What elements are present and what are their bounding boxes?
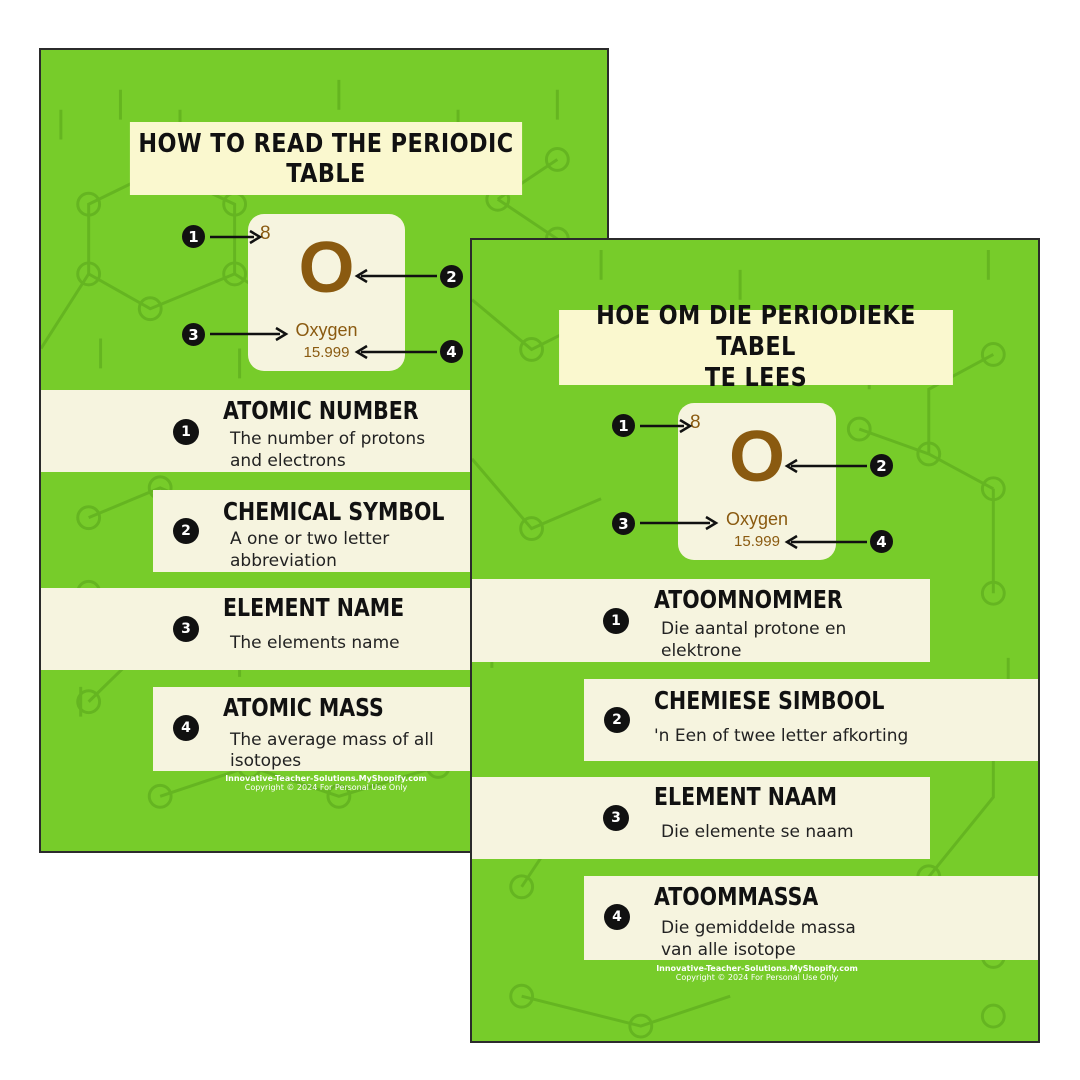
item-description-line2: isotopes — [230, 751, 302, 771]
callout-badge-3: 3 — [609, 509, 638, 538]
item-description-line2: abbreviation — [230, 551, 337, 571]
element-card: 8 O Oxygen 15.999 — [678, 403, 836, 560]
item-description-line1: Die aantal protone en — [661, 619, 847, 639]
element-mass: 15.999 — [303, 344, 350, 361]
element-mass: 15.999 — [734, 533, 780, 550]
footer: Innovative-Teacher-Solutions.MyShopify.c… — [41, 774, 607, 792]
item-number-badge: 3 — [603, 805, 629, 831]
item-description-line1: The elements name — [230, 633, 400, 653]
footer-website: Innovative-Teacher-Solutions.MyShopify.c… — [656, 964, 858, 973]
poster-title-line1: Hoe om die periodieke tabel — [596, 301, 916, 362]
item-heading: Element Naam — [654, 782, 838, 811]
item-description-line1: A one or two letter — [230, 529, 390, 549]
poster-title: Hoe om die periodieke tabel te lees — [559, 301, 953, 393]
item-number-badge: 2 — [173, 518, 199, 544]
footer: Innovative-Teacher-Solutions.MyShopify.c… — [472, 964, 1038, 982]
callout-badge-3: 3 — [179, 320, 208, 349]
item-heading: Atoomnommer — [654, 585, 843, 614]
item-heading: Atoommassa — [654, 882, 819, 911]
item-heading: Element Name — [223, 593, 405, 622]
poster-title-text: How to read the Periodic Table — [138, 128, 514, 189]
arrow-right-icon — [640, 418, 693, 434]
item-description-line2: and electrons — [230, 451, 346, 471]
poster-title: How to read the Periodic Table — [129, 122, 523, 195]
element-card: 8 O Oxygen 15.999 — [248, 214, 405, 371]
item-heading: Chemiese Simbool — [654, 686, 885, 715]
arrow-left-icon — [354, 344, 437, 360]
item-number-badge: 1 — [603, 608, 629, 634]
arrow-right-icon — [640, 515, 719, 531]
element-name: Oxygen — [295, 320, 358, 340]
item-number-badge: 3 — [173, 616, 199, 642]
element-name: Oxygen — [725, 509, 789, 529]
item-number-badge: 4 — [173, 715, 199, 741]
item-description-line1: The number of protons — [230, 429, 426, 449]
callout-badge-1: 1 — [609, 411, 638, 440]
item-number-badge: 1 — [173, 419, 199, 445]
callout-badge-4: 4 — [867, 527, 896, 556]
item-description-line2: van alle isotope — [661, 940, 796, 960]
item-number-badge: 4 — [604, 904, 630, 930]
item-description-line1: 'n Een of twee letter afkorting — [654, 726, 909, 746]
item-number-badge: 2 — [604, 707, 630, 733]
list-item: 4 Atoommassa Die gemiddelde massa van al… — [584, 876, 1038, 960]
footer-website: Innovative-Teacher-Solutions.MyShopify.c… — [225, 774, 427, 783]
arrow-right-icon — [210, 326, 289, 342]
element-atomic-number: 8 — [690, 412, 701, 433]
item-heading: Atomic Mass — [223, 693, 384, 722]
callout-badge-4: 4 — [437, 337, 466, 366]
arrow-left-icon — [784, 534, 867, 550]
item-description-line2: elektrone — [661, 641, 742, 661]
footer-copyright: Copyright © 2024 For Personal Use Only — [675, 973, 839, 982]
list-item: 1 Atoomnommer Die aantal protone en elek… — [472, 579, 930, 662]
footer-copyright: Copyright © 2024 For Personal Use Only — [244, 783, 408, 792]
callout-badge-1: 1 — [179, 222, 208, 251]
item-heading: Chemical Symbol — [223, 497, 445, 526]
element-symbol: O — [298, 228, 355, 308]
list-item: 3 Element Naam Die elemente se naam — [472, 777, 930, 859]
item-description-line1: Die elemente se naam — [661, 822, 854, 842]
element-symbol: O — [728, 417, 785, 497]
arrow-right-icon — [210, 229, 263, 245]
callout-badge-2: 2 — [867, 451, 896, 480]
item-description-line1: Die gemiddelde massa — [661, 918, 856, 938]
callout-badge-2: 2 — [437, 262, 466, 291]
afrikaans-poster: Hoe om die periodieke tabel te lees 8 O … — [470, 238, 1040, 1043]
arrow-left-icon — [784, 458, 867, 474]
element-atomic-number: 8 — [260, 223, 271, 244]
list-item: 2 Chemiese Simbool 'n Een of twee letter… — [584, 679, 1038, 761]
item-heading: Atomic Number — [223, 396, 419, 425]
poster-title-line2: te lees — [704, 363, 808, 393]
item-description-line1: The average mass of all — [230, 730, 434, 750]
arrow-left-icon — [354, 268, 437, 284]
